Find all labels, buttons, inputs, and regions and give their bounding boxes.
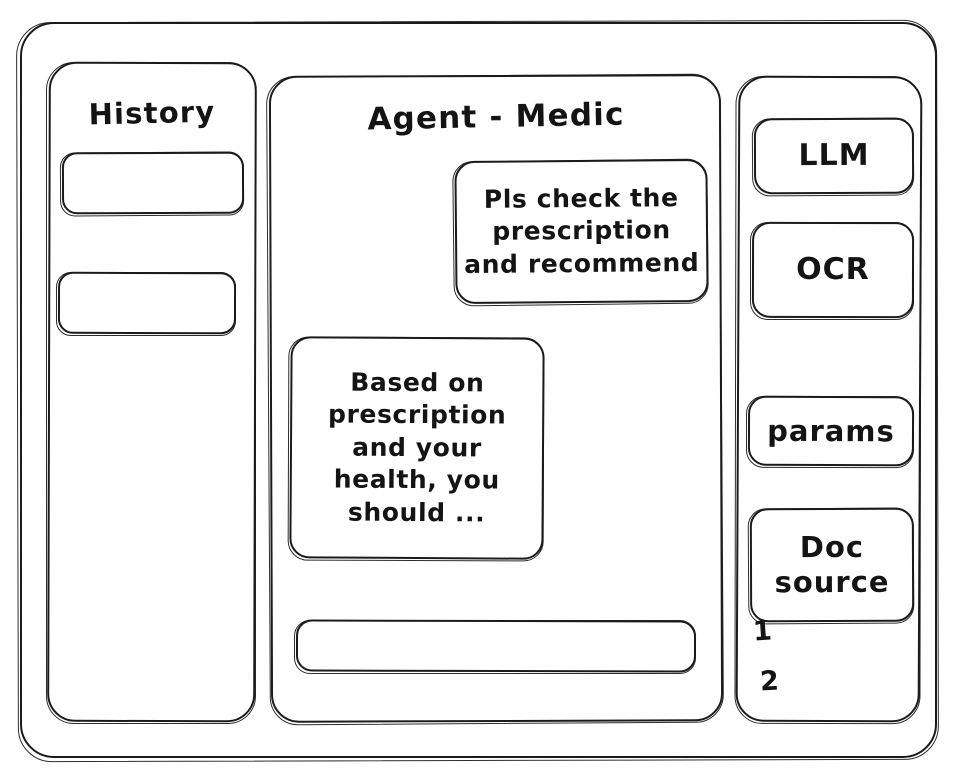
message-input[interactable] (295, 619, 697, 673)
chat-bubble-user: Pls check the prescription and recommend (454, 158, 709, 305)
chat-bubble-agent-text: Based on prescription and your health, y… (327, 367, 507, 528)
tool-button-params[interactable]: params (747, 395, 915, 467)
chat-bubble-agent: Based on prescription and your health, y… (289, 336, 545, 560)
tool-button-llm-label: LLM (798, 138, 870, 174)
tool-button-ocr[interactable]: OCR (751, 221, 915, 319)
tool-button-doc-source[interactable]: Doc source (749, 507, 915, 623)
history-list-item[interactable] (61, 151, 245, 215)
doc-source-ref-1[interactable]: 1 (751, 615, 775, 648)
history-list-item[interactable] (57, 271, 237, 335)
chat-bubble-user-text: Pls check the prescription and recommend (464, 182, 700, 279)
app-window-frame (20, 22, 937, 758)
tool-button-ocr-label: OCR (796, 252, 870, 288)
tool-button-doc-source-label: Doc source (774, 530, 890, 600)
history-panel-title: History (88, 94, 216, 132)
doc-source-ref-2[interactable]: 2 (759, 665, 781, 698)
tool-button-params-label: params (767, 413, 895, 449)
tool-button-llm[interactable]: LLM (753, 117, 915, 195)
